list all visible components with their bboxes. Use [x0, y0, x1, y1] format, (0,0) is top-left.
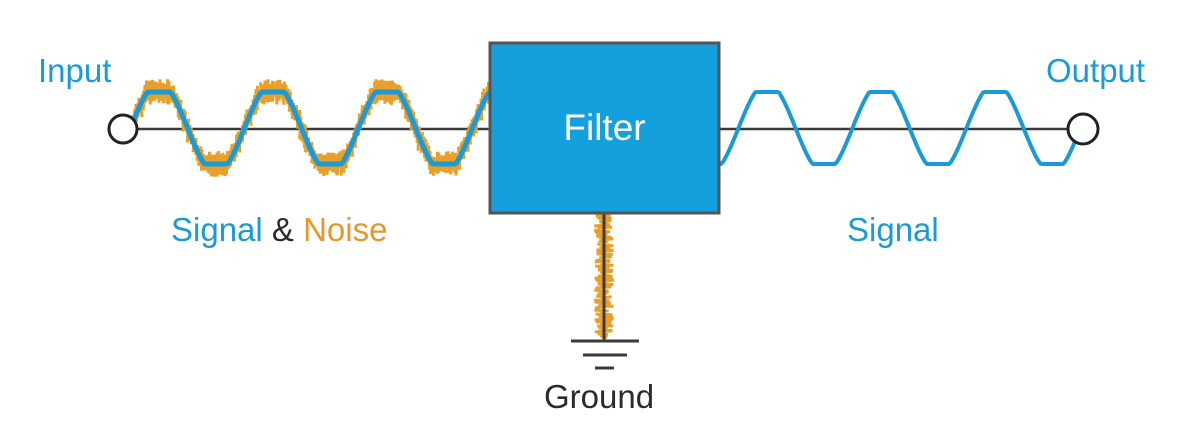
- filter-box: [488, 41, 721, 215]
- input-signal-wave: [127, 89, 493, 167]
- output-signal-wave: [717, 90, 1077, 166]
- ground-label: Ground: [544, 378, 655, 415]
- noise-word: Noise: [303, 211, 388, 248]
- signal-noise-label: Signal & Noise: [171, 213, 387, 246]
- filter-label: Filter: [563, 107, 646, 148]
- output-signal-label: Signal: [847, 211, 939, 248]
- signal-word: Signal: [171, 211, 263, 248]
- ampersand: &: [271, 211, 294, 248]
- output-label: Output: [1046, 52, 1146, 89]
- input-terminal: [107, 113, 139, 145]
- output-terminal: [1066, 112, 1100, 146]
- input-label: Input: [38, 52, 112, 89]
